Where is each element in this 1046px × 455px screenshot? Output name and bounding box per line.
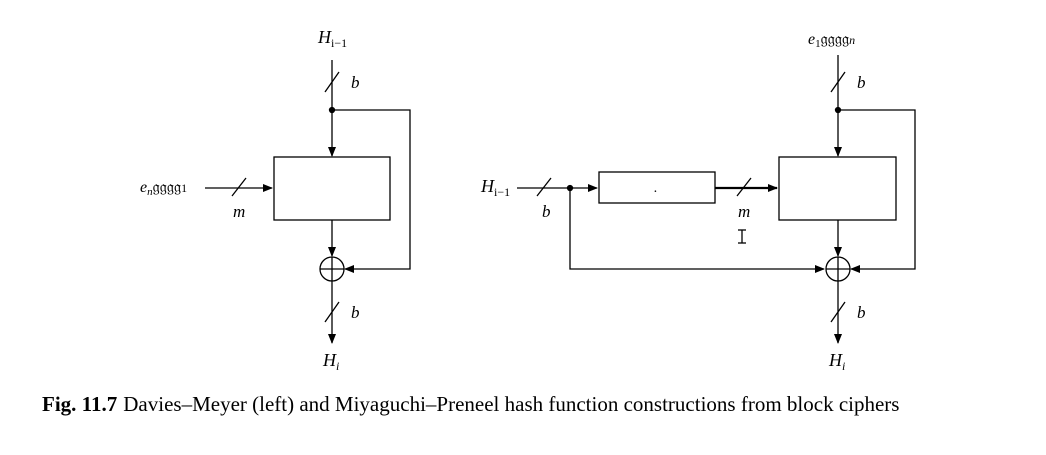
- dm-top-width-slash: [324, 71, 340, 93]
- figure-caption-label: Fig. 11.7: [42, 392, 118, 416]
- dm-key-width-slash: [231, 177, 247, 197]
- mp-cipher-box: [778, 156, 897, 221]
- dm-key-input-label: en𝔤𝔤𝔤𝔤1: [140, 179, 187, 198]
- mp-key-width-slash: [736, 177, 752, 197]
- figure-caption-text: Davies–Meyer (left) and Miyaguchi–Prenee…: [123, 392, 900, 416]
- davies-meyer-construction: [205, 60, 411, 344]
- mp-chain-width-label: b: [542, 202, 551, 221]
- mp-output-label: Hi: [828, 350, 845, 373]
- text-cursor-icon: [738, 229, 746, 244]
- dm-cipher-box: [273, 156, 391, 221]
- hash-construction-diagram: Hi−1 b en𝔤𝔤𝔤𝔤1 m b Hi: [140, 27, 916, 373]
- dm-top-width-label: b: [351, 73, 360, 92]
- dm-out-width-slash: [324, 301, 340, 323]
- mp-top-width-slash: [830, 71, 846, 93]
- mp-input-top-label: e1𝔤𝔤𝔤𝔤n: [808, 31, 855, 50]
- mp-chain-input-label: Hi−1: [480, 176, 510, 199]
- mp-chain-width-slash: [536, 177, 552, 197]
- mp-key-width-label: m: [738, 202, 750, 221]
- dm-output-label: Hi: [322, 350, 339, 373]
- mp-out-width-slash: [830, 301, 846, 323]
- mp-g-box-label: .: [654, 181, 658, 196]
- dm-out-width-label: b: [351, 303, 360, 322]
- dm-feedforward-line: [332, 109, 411, 273]
- mp-out-width-label: b: [857, 303, 866, 322]
- dm-input-top-label: Hi−1: [317, 27, 347, 50]
- dm-key-width-label: m: [233, 202, 245, 221]
- mp-chain-feedforward-line: [569, 188, 825, 273]
- mp-top-width-label: b: [857, 73, 866, 92]
- miyaguchi-preneel-construction: [517, 55, 916, 344]
- mp-feedforward-line: [838, 109, 916, 273]
